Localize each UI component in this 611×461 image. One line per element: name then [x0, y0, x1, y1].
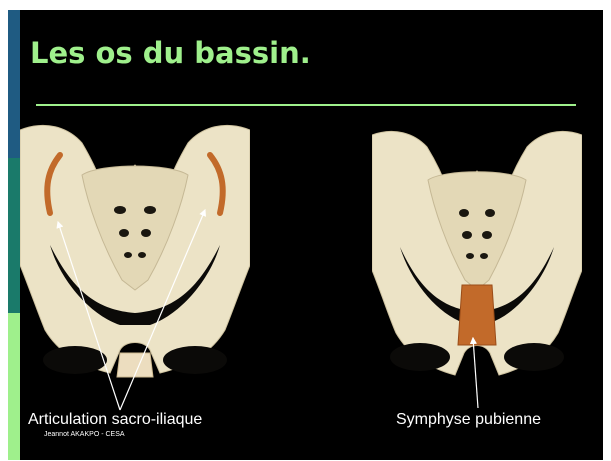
pelvis-sacroiliac-image: [20, 115, 250, 380]
accent-bar-green: [8, 313, 20, 460]
caption-pubic-symphysis: Symphyse pubienne: [396, 411, 541, 429]
accent-bar-teal: [8, 158, 20, 313]
accent-bar-blue: [8, 10, 20, 158]
slide-title: Les os du bassin.: [30, 36, 311, 70]
pubic-symphysis-highlight: [458, 285, 496, 345]
pelvis-symphysis-image: [372, 125, 582, 380]
caption-sacroiliac: Articulation sacro-iliaque: [28, 411, 202, 429]
footer-author: Jeannot AKAKPO - CESA: [44, 431, 125, 438]
pubic-symphysis: [117, 353, 153, 377]
title-divider: [36, 104, 576, 106]
